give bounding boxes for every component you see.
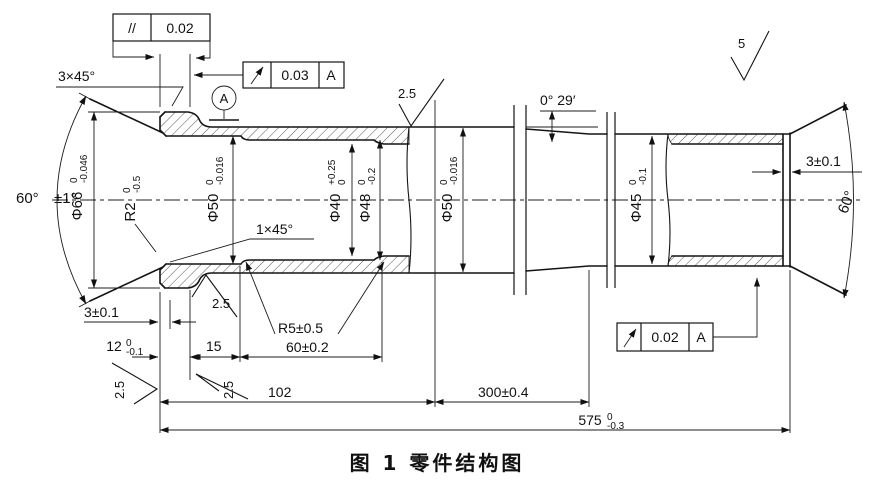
dim-wall3-left: 3±0.1 [84, 304, 196, 326]
dim-dia45-label: Φ45 [628, 194, 645, 223]
roughness-general-value: 5 [738, 36, 745, 51]
svg-text:0: 0 [69, 177, 80, 183]
svg-text:0: 0 [439, 179, 450, 185]
len15-label: 15 [206, 338, 222, 354]
svg-text:-0.016: -0.016 [215, 156, 226, 185]
len575-label: 575 [578, 412, 602, 428]
dim-dia50-bore: Φ50 0 -0.016 [205, 135, 237, 265]
dim-len15: 15 [189, 338, 241, 361]
svg-text:0: 0 [628, 179, 639, 185]
hatch-right-tube-bottom [667, 255, 784, 267]
dim-len300: 300±0.4 [434, 384, 590, 406]
dim-dia50-mid-label: Φ50 [439, 194, 456, 223]
figure-caption: 图 1 零件结构图 [350, 451, 525, 475]
dim-r2: R2 0 -0.5 [122, 175, 157, 253]
svg-text:-0.1: -0.1 [126, 347, 144, 358]
dim-dia40: Φ40 +0.25 0 [327, 143, 356, 257]
extension-lines [78, 54, 791, 433]
dim-dia45: Φ45 0 -0.1 [628, 135, 656, 265]
wall3-right-label: 3±0.1 [806, 153, 841, 169]
frame-runout-top: 0.03 A [193, 61, 345, 89]
dim-len12: 12 0 -0.1 [106, 338, 216, 361]
dim-angle60-right: 60° [835, 101, 859, 299]
hatch-right-tube-top [667, 133, 784, 145]
break-line-right [665, 133, 671, 267]
parallelism-value: 0.02 [166, 20, 193, 36]
runout-bottom-value: 0.02 [651, 329, 678, 345]
dim-dia40-label: Φ40 [327, 194, 344, 223]
svg-text:0: 0 [126, 338, 132, 349]
angle60-left-label: 60° [16, 190, 39, 207]
svg-text:0: 0 [337, 179, 348, 185]
angle60-right-label: 60° [835, 189, 859, 216]
runout-bottom-datum: A [696, 329, 706, 345]
dim-dia48: Φ48 0 -0.2 [357, 139, 384, 261]
circular-runout-icon [250, 66, 264, 85]
chamfer-1x45-label: 1×45° [256, 221, 293, 237]
roughness-outer-mid-icon [398, 78, 445, 128]
svg-text:-0.046: -0.046 [79, 154, 90, 183]
roughness-flange-face-value: 2.5 [221, 381, 236, 399]
relief-grooves [513, 105, 616, 295]
roughness-general-icon [730, 30, 770, 82]
roughness-outer-bottom-icon [191, 274, 238, 318]
svg-text:0: 0 [357, 179, 368, 185]
dim-r2-label: R2 [122, 202, 139, 221]
svg-text:-0.3: -0.3 [607, 421, 625, 432]
svg-text:-0.1: -0.1 [638, 167, 649, 185]
runout-top-datum: A [326, 67, 336, 83]
angle60-left-tol: ±1° [54, 190, 77, 207]
dim-r5: R5±0.5 [245, 261, 385, 336]
dim-len575: 575 0 -0.3 [159, 412, 791, 434]
svg-text:+0.25: +0.25 [327, 159, 338, 185]
svg-text:0: 0 [122, 187, 133, 193]
roughness-flange-face-icon [195, 373, 249, 400]
roughness-marks: 5 2.5 2.5 2.5 2.5 [111, 30, 770, 405]
datum-a-symbol: A [209, 85, 239, 121]
chamfer-3x45-label: 3×45° [58, 68, 95, 84]
len60-label: 60±0.2 [286, 339, 329, 355]
r5-label: R5±0.5 [278, 320, 323, 336]
dim-taper-angle: 0° 29′ [540, 92, 596, 143]
len300-label: 300±0.4 [478, 384, 529, 400]
datum-a-label: A [220, 91, 229, 106]
roughness-outer-mid-value: 2.5 [398, 86, 416, 101]
len102-label: 102 [268, 384, 292, 400]
break-line-left [406, 126, 412, 274]
runout-top-value: 0.03 [281, 67, 308, 83]
roughness-left-face-value: 2.5 [112, 381, 127, 399]
len12-label: 12 [106, 338, 122, 354]
svg-text:0: 0 [205, 179, 216, 185]
frame-runout-bottom: 0.02 A [616, 277, 761, 352]
dim-angle60-left: 60° ±1° [16, 95, 87, 305]
dim-dia48-label: Φ48 [357, 194, 374, 223]
svg-text:-0.5: -0.5 [132, 175, 143, 193]
dim-chamfer-3x45: 3×45° [56, 68, 184, 107]
dim-len60: 60±0.2 [239, 339, 383, 361]
roughness-left-face-icon [111, 362, 159, 405]
dim-len102: 102 [159, 384, 436, 406]
svg-text:-0.016: -0.016 [449, 156, 460, 185]
dim-dia50-mid: Φ50 0 -0.016 [439, 127, 467, 273]
wall3-left-label: 3±0.1 [84, 304, 119, 320]
circular-runout-icon [623, 328, 637, 348]
roughness-outer-bottom-value: 2.5 [212, 296, 230, 311]
parallelism-icon: // [128, 20, 136, 36]
dim-dia50-bore-label: Φ50 [205, 194, 222, 223]
svg-text:-0.2: -0.2 [367, 167, 378, 185]
dim-chamfer-1x45: 1×45° [169, 221, 314, 263]
taper-angle-label: 0° 29′ [540, 92, 576, 108]
dim-wall3-right: 3±0.1 [752, 153, 862, 176]
svg-text:0: 0 [607, 412, 613, 423]
frame-parallelism: // 0.02 [112, 13, 211, 62]
